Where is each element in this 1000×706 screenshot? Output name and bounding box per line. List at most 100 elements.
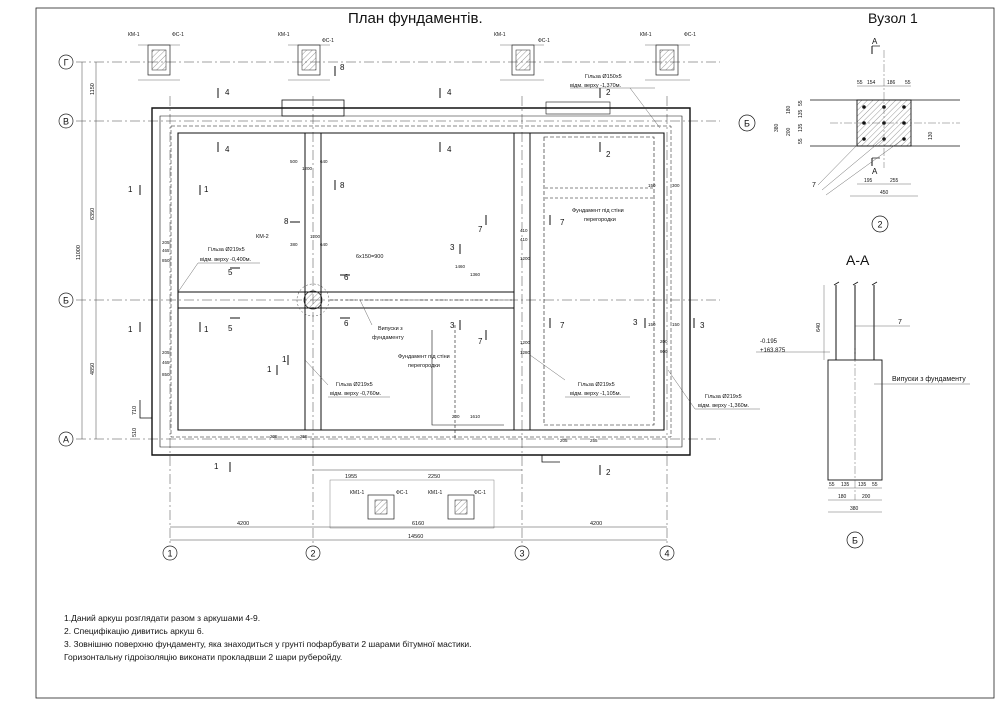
axis-bubble-v: В (58, 113, 74, 129)
svg-text:4200: 4200 (590, 521, 602, 527)
svg-text:2: 2 (310, 549, 315, 559)
note-1: 1.Даний аркуш розглядати разом з аркушам… (64, 613, 261, 623)
svg-text:1150: 1150 (90, 83, 96, 95)
svg-text:450: 450 (880, 190, 889, 196)
svg-text:4850: 4850 (90, 363, 96, 375)
svg-text:1460: 1460 (455, 264, 466, 269)
sheet-frame (35, 7, 995, 699)
callouts: Гільза Ø150х5 відм. верху -1,370м. Гільз… (177, 74, 760, 410)
svg-text:135: 135 (798, 109, 804, 118)
svg-text:6: 6 (344, 273, 349, 282)
svg-text:А: А (63, 435, 69, 445)
svg-text:1: 1 (214, 462, 219, 471)
svg-text:-0.195: -0.195 (760, 339, 778, 345)
svg-text:195: 195 (864, 178, 873, 184)
node-1-detail[interactable]: А А Б 7 55 154 186 55 195 255 450 380 18… (738, 37, 960, 233)
svg-text:ФС-1: ФС-1 (474, 490, 486, 496)
plan-title: План фундаментів. (348, 10, 483, 27)
svg-text:КМ-1: КМ-1 (278, 32, 290, 38)
svg-text:55: 55 (872, 482, 878, 488)
svg-text:6350: 6350 (90, 208, 96, 220)
dims-left: 1150 6350 4850 11000 710 510 (76, 62, 138, 439)
svg-text:205: 205 (270, 434, 278, 439)
svg-text:900: 900 (660, 349, 668, 354)
svg-text:8: 8 (284, 217, 289, 226)
svg-text:150: 150 (672, 322, 680, 327)
svg-text:КМ1-1: КМ1-1 (428, 490, 443, 496)
svg-text:380: 380 (850, 506, 859, 512)
section-title: А-А (846, 252, 870, 268)
svg-text:2: 2 (606, 468, 611, 477)
svg-text:7: 7 (478, 225, 483, 234)
svg-text:3: 3 (633, 318, 638, 327)
svg-text:6160: 6160 (412, 521, 424, 527)
svg-text:380: 380 (774, 123, 780, 132)
column-km2 (296, 283, 330, 317)
svg-text:1280: 1280 (520, 350, 531, 355)
svg-text:Випуски з: Випуски з (378, 326, 403, 332)
km11-frame (329, 479, 495, 529)
svg-text:Випуски з фундаменту: Випуски з фундаменту (892, 376, 966, 383)
svg-text:КМ-1: КМ-1 (640, 32, 652, 38)
svg-text:200: 200 (786, 127, 792, 136)
svg-text:465: 465 (162, 248, 170, 253)
svg-text:відм. верху -0,400м.: відм. верху -0,400м. (200, 257, 252, 263)
svg-text:2: 2 (606, 150, 611, 159)
svg-text:300: 300 (672, 183, 680, 188)
svg-text:КМ1-1: КМ1-1 (350, 490, 365, 496)
svg-text:4: 4 (447, 88, 452, 97)
svg-text:1955: 1955 (345, 474, 357, 480)
section-aa-detail[interactable]: -0.195 +163.875 640 7 Випуски з фундамен… (756, 281, 970, 549)
dims-bottom: 4200 6160 4200 14560 1955 2250 (170, 469, 667, 541)
svg-text:154: 154 (867, 80, 876, 86)
svg-text:Гільза Ø219х5: Гільза Ø219х5 (208, 247, 245, 253)
svg-text:180: 180 (838, 494, 847, 500)
note-3: 3. Зовнішню поверхню фундаменту, яка зна… (64, 639, 472, 649)
svg-text:255: 255 (890, 178, 899, 184)
svg-text:200: 200 (452, 414, 460, 419)
svg-text:7: 7 (478, 337, 483, 346)
svg-text:205: 205 (162, 240, 170, 245)
svg-text:3: 3 (519, 549, 524, 559)
foundation-walls (139, 99, 691, 463)
svg-text:Фундамент під стіни: Фундамент під стіни (572, 208, 624, 214)
svg-text:В: В (63, 117, 69, 127)
svg-text:1: 1 (282, 355, 287, 364)
svg-text:205: 205 (560, 438, 568, 443)
svg-text:380: 380 (290, 242, 298, 247)
svg-text:200: 200 (660, 339, 668, 344)
svg-text:КМ-1: КМ-1 (128, 32, 140, 38)
svg-text:1: 1 (267, 365, 272, 374)
svg-text:1610: 1610 (470, 414, 481, 419)
km1-block-1: КМ-1 ФС-1 (128, 32, 184, 81)
svg-text:1: 1 (128, 325, 133, 334)
svg-text:відм. верху -1,360м.: відм. верху -1,360м. (698, 403, 750, 409)
svg-text:перегородки: перегородки (584, 217, 616, 223)
note-4: Горизонтальну гідроізоляцію виконати про… (64, 652, 343, 662)
svg-text:150: 150 (648, 322, 656, 327)
svg-text:150: 150 (648, 183, 656, 188)
svg-text:186: 186 (887, 80, 896, 86)
svg-text:11000: 11000 (76, 245, 82, 260)
svg-text:55: 55 (905, 80, 911, 86)
svg-text:7: 7 (560, 218, 565, 227)
axis-bubble-2: 2 (305, 545, 321, 561)
svg-text:6х150=900: 6х150=900 (356, 254, 383, 260)
svg-text:Г: Г (64, 58, 69, 68)
svg-text:205: 205 (162, 350, 170, 355)
svg-text:4: 4 (225, 145, 230, 154)
svg-text:640: 640 (320, 242, 328, 247)
svg-text:Б: Б (63, 296, 69, 306)
cut-marks: 4 4 4 4 1 1 1 1 2 2 2 1 7 7 7 7 3 3 3 3 … (128, 63, 705, 477)
svg-text:135: 135 (798, 123, 804, 132)
svg-text:3: 3 (700, 321, 705, 330)
svg-text:КМ-2: КМ-2 (256, 234, 269, 240)
svg-text:850: 850 (162, 372, 170, 377)
svg-text:55: 55 (857, 80, 863, 86)
km1-block-2: КМ-1 ФС-1 (278, 32, 334, 81)
svg-text:55: 55 (798, 138, 804, 144)
node-title: Вузол 1 (868, 10, 918, 26)
svg-text:4: 4 (447, 145, 452, 154)
svg-text:А: А (872, 37, 878, 46)
